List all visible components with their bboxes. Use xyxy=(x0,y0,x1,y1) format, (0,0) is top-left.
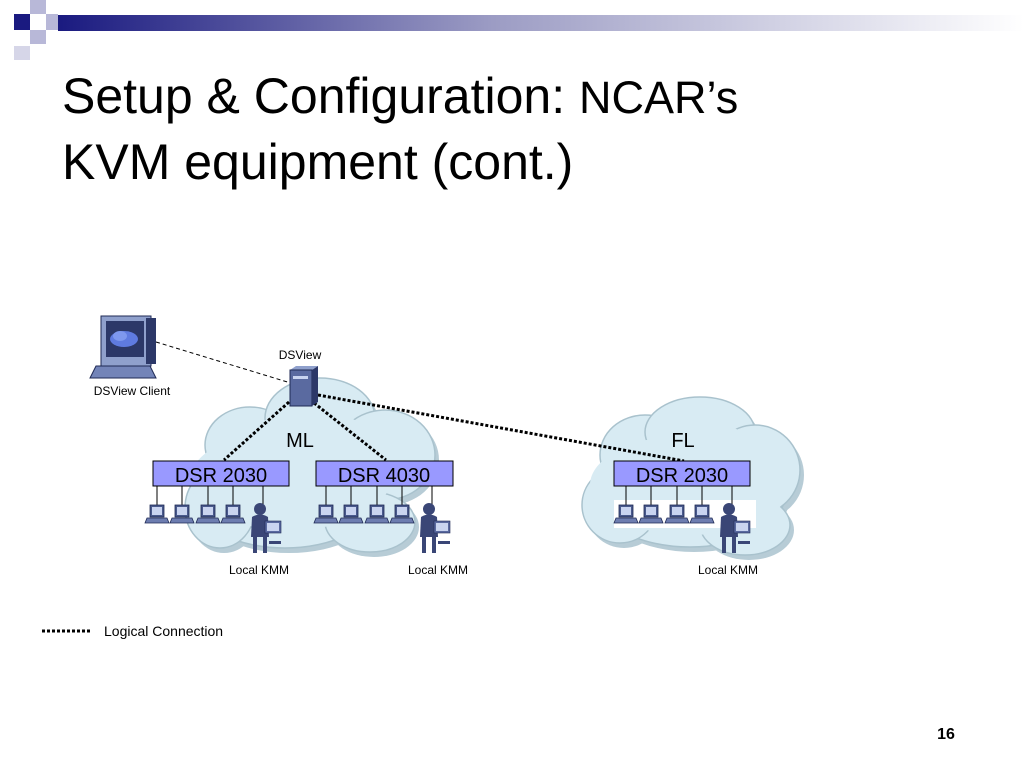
workstation-icon xyxy=(144,504,170,524)
dsview-server-label: DSView xyxy=(279,348,322,362)
title-suffix: NCAR’s xyxy=(579,72,739,123)
title-main: Setup & Configuration: xyxy=(62,68,579,124)
dsr4030-ports xyxy=(325,486,433,505)
logical-link-dsr2030-fl xyxy=(317,393,685,463)
legend: Logical Connection xyxy=(42,623,223,639)
switch-label: DSR 2030 xyxy=(175,465,267,487)
legend-label: Logical Connection xyxy=(104,623,223,639)
site-label-fl: FL xyxy=(671,430,694,452)
logical-link-dsr4030 xyxy=(313,401,387,462)
local-kmm-label: Local KMM xyxy=(408,563,468,577)
title-line2: KVM equipment (cont.) xyxy=(62,134,574,190)
switch-dsr2030-fl: DSR 2030 xyxy=(613,460,751,487)
title-decoration xyxy=(14,0,1024,60)
slide-title: Setup & Configuration: NCAR’s KVM equipm… xyxy=(62,64,962,194)
switch-label: DSR 2030 xyxy=(636,465,728,487)
switch-dsr2030-ml: DSR 2030 xyxy=(152,460,290,487)
local-user-icon xyxy=(419,502,451,554)
local-kmm-label: Local KMM xyxy=(698,563,758,577)
site-label-ml: ML xyxy=(286,430,314,452)
dsview-server-icon xyxy=(289,366,318,407)
switch-label: DSR 4030 xyxy=(338,465,430,487)
dsr2030-fl-ports xyxy=(625,486,733,505)
page-number: 16 xyxy=(937,726,955,743)
dsr2030-ml-ports xyxy=(156,486,264,505)
client-server-link xyxy=(155,341,295,385)
logical-link-dsr2030-ml xyxy=(223,400,290,462)
dsview-client-label: DSView Client xyxy=(94,384,171,398)
switch-dsr4030: DSR 4030 xyxy=(315,460,454,487)
dsview-client-computer-icon xyxy=(89,315,157,379)
local-kmm-label: Local KMM xyxy=(229,563,289,577)
